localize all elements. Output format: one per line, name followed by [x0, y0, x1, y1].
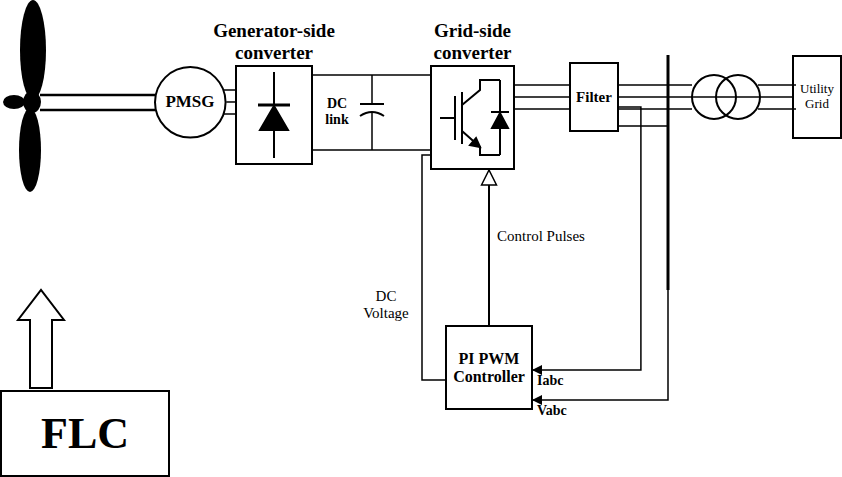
component-label: DC link [316, 96, 358, 127]
power-line [619, 96, 792, 98]
node-body: PI PWM Controller [447, 327, 531, 408]
circle-outline [155, 67, 226, 138]
power-line [226, 101, 235, 103]
filter-box: Filter [569, 62, 619, 132]
bus-bar [667, 55, 670, 290]
control-arrow [18, 290, 64, 388]
grid-box: Utility Grid [792, 55, 842, 139]
node-body [432, 67, 513, 168]
signal-label: Iabc [537, 373, 581, 389]
turbine-shaft [40, 95, 163, 110]
diode-symbol [258, 72, 290, 158]
signal-label: Control Pulses [497, 228, 607, 245]
node-label: Utility Grid [797, 82, 837, 111]
turbine-rotor [3, 0, 46, 192]
converter-heading: Grid-side converter [408, 20, 538, 63]
node-body: Filter [571, 64, 617, 130]
generator-circle: PMSG [154, 66, 227, 139]
converter-heading: Generator-side converter [199, 20, 349, 63]
transformer-symbol [692, 75, 760, 119]
controller-box: PI PWM Controller [445, 325, 533, 410]
node-label: PI PWM Controller [450, 350, 528, 386]
node-label: FLC [41, 409, 129, 458]
signal-arrow [533, 126, 668, 400]
node-label: PMSG [165, 92, 214, 111]
node-body: FLC [2, 392, 168, 475]
node-body [237, 67, 311, 163]
converter-box: Generator-side converter [235, 65, 313, 165]
node-body: Utility Grid [794, 57, 840, 137]
three-phase-lines [215, 85, 796, 114]
dc-bus [313, 75, 430, 150]
power-line [422, 155, 445, 380]
converter-box: Grid-side converter [430, 65, 515, 170]
node-label: Filter [576, 89, 612, 106]
controller-box: FLC [0, 390, 170, 477]
signal-label: DC Voltage [356, 288, 416, 322]
igbt-symbol [440, 80, 509, 155]
control-signal-arrow [488, 170, 490, 325]
node-body: PMSG [154, 66, 227, 139]
signal-label: Vabc [537, 403, 581, 419]
power-line [515, 96, 569, 98]
